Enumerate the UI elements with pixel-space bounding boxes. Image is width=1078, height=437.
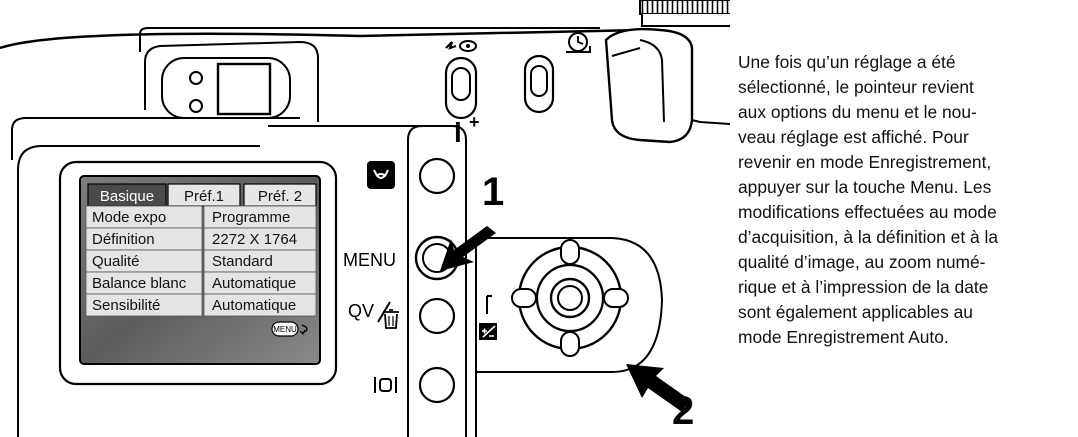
display-mode-button[interactable] (374, 366, 456, 404)
flash-mode-switch[interactable] (444, 40, 478, 120)
step-1-arrow-icon (440, 226, 496, 271)
macro-button[interactable] (367, 157, 456, 195)
menu-row-label: Définition (92, 231, 155, 248)
menu-row-balance-blanc[interactable]: Balance blanc Automatique (85, 271, 317, 295)
indicator-lamp-icon (189, 71, 203, 85)
menu-button[interactable]: MENU (343, 235, 460, 281)
tab-basique-label: Basique (100, 188, 154, 205)
hand-grip (604, 27, 694, 144)
info-button-label: i (454, 117, 462, 148)
description-text: Une fois qu’un réglage a été sélectionné… (738, 50, 1073, 350)
four-way-controller[interactable] (511, 239, 629, 357)
description-line: d’acquisition, à la définition et à la (738, 227, 999, 247)
lcd-screen: Basique Préf.1 Préf. 2 Mode expo Program… (58, 160, 338, 386)
self-timer-icon (566, 32, 591, 53)
description-line: veau réglage est affiché. Pour (738, 127, 969, 147)
menu-row-label: Balance blanc (92, 275, 187, 292)
menu-row-qualite[interactable]: Qualité Standard (85, 249, 317, 273)
description-line: qualité d’image, au zoom numé- (738, 252, 986, 272)
description-line: mode Enregistrement Auto. (738, 327, 949, 347)
step-2-arrow-icon (626, 364, 690, 412)
controller-down[interactable] (560, 331, 580, 357)
exposure-comp-icon (479, 295, 497, 340)
camera-illustration: i + Basique Préf.1 Préf. 2 Mo (0, 0, 730, 437)
description-line: modifications effectuées au mode (738, 202, 997, 222)
menu-row-label: Qualité (92, 253, 140, 270)
tab-pref2-label: Préf. 2 (258, 188, 302, 205)
controller-right[interactable] (603, 288, 629, 308)
display-mode-icon (374, 377, 397, 393)
red-eye-icon (459, 40, 477, 52)
menu-row-value: Standard (212, 253, 273, 270)
description-line: rique et à l’impression de la date (738, 277, 989, 297)
menu-row-label: Mode expo (92, 209, 166, 226)
qv-button-label: QV (348, 301, 374, 321)
description-line: Une fois qu’un réglage a été (738, 52, 956, 72)
tab-pref1-label: Préf.1 (184, 188, 224, 205)
viewfinder-window (216, 62, 272, 116)
menu-return-badge: MENU (271, 321, 308, 337)
description-line: revenir en mode Enregistrement, (738, 152, 992, 172)
mode-dial[interactable] (639, 0, 730, 27)
menu-row-sensibilite[interactable]: Sensibilité Automatique (85, 293, 317, 317)
description-line: sont également applicables au (738, 302, 973, 322)
menu-row-value: Automatique (212, 275, 296, 292)
description-line: aux options du menu et le nou- (738, 102, 977, 122)
info-plus-label: + (469, 112, 480, 132)
indicator-lamp-icon (189, 99, 203, 113)
menu-row-definition[interactable]: Définition 2272 X 1764 (85, 227, 317, 251)
controller-left[interactable] (511, 288, 537, 308)
step-1-label: 1 (482, 170, 504, 214)
menu-row-mode-expo[interactable]: Mode expo Programme (85, 205, 317, 229)
controller-panel (475, 237, 664, 437)
svg-text:MENU: MENU (273, 325, 297, 334)
menu-row-value: 2272 X 1764 (212, 231, 297, 248)
self-timer-switch[interactable] (523, 32, 591, 114)
trash-icon (383, 309, 399, 329)
quick-view-delete-button[interactable]: QV (348, 297, 456, 335)
controller-up[interactable] (560, 239, 580, 265)
description-line: appuyer sur la touche Menu. Les (738, 177, 992, 197)
step-2-label: 2 (672, 389, 694, 433)
description-line: sélectionné, le pointeur revient (738, 77, 974, 97)
flash-icon (445, 41, 457, 50)
menu-row-label: Sensibilité (92, 297, 160, 314)
menu-row-value: Automatique (212, 297, 296, 314)
menu-row-value: Programme (212, 209, 290, 226)
menu-button-label: MENU (343, 250, 396, 270)
